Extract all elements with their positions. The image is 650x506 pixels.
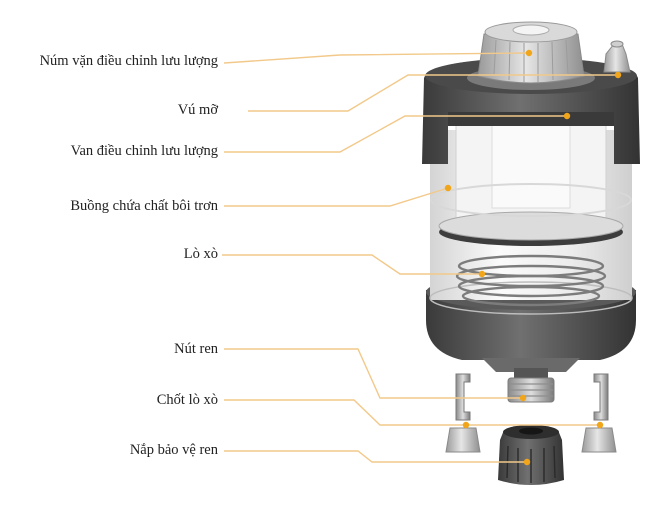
knob: [477, 33, 585, 84]
marker-dot-thread-plug: [519, 394, 527, 402]
piston-disk-top: [438, 211, 624, 241]
marker-dot-protective-cap: [523, 458, 531, 466]
knob-center: [512, 24, 550, 36]
inner-tube: [491, 109, 571, 209]
grease-nipple: [603, 43, 631, 73]
leader-line-grease-nipple: [248, 74, 618, 112]
chamber-ring: [430, 183, 632, 217]
marker-dot-knob: [525, 49, 533, 57]
leader-line-spring: [222, 254, 482, 275]
glass-bottom-edge: [429, 281, 633, 315]
thread-protective-cap: [498, 425, 564, 485]
leader-lines: [222, 52, 618, 463]
leader-line-flow-valve: [224, 115, 567, 153]
label-thread-plug: Nút ren: [174, 341, 218, 357]
label-lubricant-chamber: Buồng chứa chất bôi trơn: [70, 198, 218, 214]
label-spring: Lò xò: [183, 246, 218, 262]
leader-line-protective-cap: [224, 450, 527, 463]
marker-dots: [444, 49, 622, 466]
marker-dot-spring-pin-left: [462, 421, 470, 429]
marker-dot-spring: [478, 270, 486, 278]
marker-dot-grease-nipple: [614, 71, 622, 79]
label-flow-adjust-knob: Núm vặn điều chỉnh lưu lượng: [39, 53, 218, 69]
marker-dot-chamber: [444, 184, 452, 192]
leader-line-knob: [223, 52, 530, 64]
outlet-collar: [514, 368, 548, 378]
spring-pin-right: [581, 373, 617, 453]
spring-pin-left: [445, 373, 481, 453]
leader-line-spring-pin: [224, 399, 600, 426]
lubricator-body: [422, 21, 640, 403]
marker-dot-spring-pin-right: [596, 421, 604, 429]
label-thread-protective-cap: Nắp bảo vệ ren: [129, 442, 218, 458]
label-flow-control-valve: Van điều chỉnh lưu lượng: [70, 143, 218, 159]
thread-lines: [509, 383, 553, 397]
knob-ribs: [493, 39, 569, 82]
top-housing-inner: [448, 112, 614, 126]
marker-dot-flow-valve: [563, 112, 571, 120]
outlet-cone: [482, 358, 580, 372]
leader-line-chamber: [224, 187, 449, 207]
spring: [455, 254, 607, 307]
label-grease-nipple: Vú mỡ: [177, 102, 218, 118]
leader-line-thread-plug: [224, 348, 523, 399]
label-spring-pin: Chốt lò xò: [156, 392, 218, 408]
